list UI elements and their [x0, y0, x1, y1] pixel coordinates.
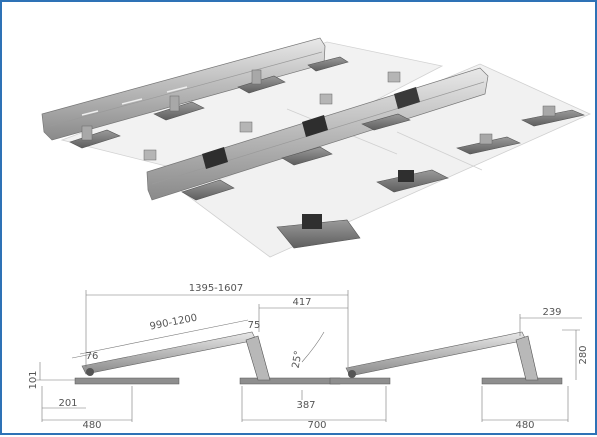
- dim-rear-base-width: 700: [307, 420, 326, 431]
- loose-feet: [276, 105, 585, 249]
- dim-rear-height: 280: [578, 345, 589, 364]
- dim-second-base-width: 480: [515, 420, 534, 431]
- base-second-front: [329, 377, 391, 385]
- rail-front: [146, 67, 489, 201]
- dim-front-overhang: 76: [86, 351, 99, 362]
- rear-leg-1: [245, 335, 271, 381]
- dim-front-base-width: 480: [82, 420, 101, 431]
- rail-side-1: [81, 331, 257, 375]
- base-second-rear: [481, 377, 563, 385]
- dim-overall-span: 1395-1607: [189, 283, 244, 294]
- side-elevation: [74, 331, 563, 385]
- dim-tilt-angle: 25°: [291, 350, 305, 369]
- dim-front-base-offset: 201: [58, 398, 77, 409]
- front-row-feet: [181, 113, 411, 201]
- dim-panel-length: 990-1200: [149, 313, 198, 333]
- rear-leg-2: [515, 335, 539, 381]
- rail-back: [41, 37, 326, 141]
- dim-front-height: 101: [28, 370, 39, 389]
- dim-rear-leg-offset: 387: [296, 400, 315, 411]
- rail-side-2: [345, 331, 527, 377]
- dim-second-rear-offset: 239: [542, 307, 561, 318]
- isometric-render: [41, 37, 591, 258]
- dim-rear-offset: 417: [292, 297, 311, 308]
- dim-clamp-offset: 75: [248, 320, 261, 331]
- base-rear: [239, 377, 341, 385]
- back-row-feet: [69, 56, 349, 149]
- front-rail-clamps: [143, 71, 401, 161]
- dimension-annotations: 1395-1607 417 990-1200 75 76 101 25° 201…: [28, 283, 589, 431]
- base-front: [74, 377, 180, 385]
